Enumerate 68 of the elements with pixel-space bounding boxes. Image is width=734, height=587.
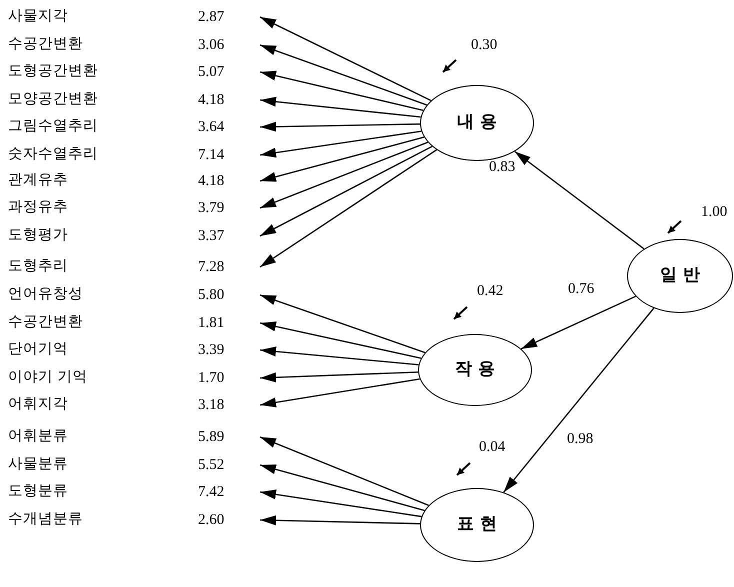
variable-value: 3.18	[198, 396, 224, 415]
variable-value: 1.70	[198, 368, 224, 388]
variable-name: 그림수열추리	[8, 117, 99, 136]
path-arrow	[503, 308, 654, 493]
path-arrow	[260, 464, 425, 512]
path-arrow	[260, 489, 422, 518]
variable-name: 수개념분류	[8, 510, 84, 530]
variable-value: 7.28	[198, 258, 224, 277]
variable-name: 도형분류	[8, 482, 69, 502]
variable-value: 4.18	[198, 172, 224, 191]
path-arrow	[260, 346, 419, 366]
path-arrow	[260, 294, 426, 354]
error-arrow	[442, 59, 457, 73]
factor-name: 일 반	[660, 264, 700, 288]
variable-name: 도형추리	[8, 257, 69, 276]
path-arrow	[260, 146, 432, 237]
variable-value: 5.80	[198, 286, 224, 305]
path-arrow	[260, 142, 428, 209]
variable-name: 수공간변환	[8, 35, 84, 54]
path-arrow	[260, 371, 418, 382]
path-arrow	[260, 149, 437, 268]
variable-name: 숫자수열추리	[8, 145, 99, 164]
variable-name: 모양공간변환	[8, 90, 99, 110]
variable-name: 이야기 기억	[8, 368, 89, 388]
variable-name: 단어기억	[8, 340, 69, 360]
factor-name: 표 현	[457, 513, 497, 536]
variable-name: 언어유창성	[8, 285, 84, 304]
factor-name: 작 용	[455, 358, 495, 382]
variable-value: 5.89	[198, 428, 224, 447]
variable-value: 1.81	[198, 314, 224, 333]
error-arrow	[453, 306, 468, 320]
variable-value: 3.39	[198, 340, 224, 360]
variable-value: 5.52	[198, 456, 224, 475]
variable-value: 5.07	[198, 62, 224, 82]
variable-value: 7.42	[198, 482, 224, 502]
variable-name: 사물지각	[8, 7, 69, 26]
path-arrow	[260, 436, 429, 506]
variable-name: 관계유추	[8, 171, 69, 190]
path-arrow	[260, 322, 422, 359]
variable-value: 2.87	[198, 8, 224, 27]
path-arrow	[520, 296, 636, 350]
variable-value: 3.37	[198, 226, 224, 246]
variable-name: 과정유추	[8, 198, 69, 218]
variable-name: 어휘분류	[8, 427, 69, 446]
path-arrow	[260, 16, 432, 102]
factor-name: 내 용	[457, 111, 497, 134]
variable-name: 사물분류	[8, 455, 69, 474]
variable-value: 3.79	[198, 198, 224, 218]
variable-value: 3.64	[198, 118, 224, 137]
path-arrow	[260, 44, 428, 106]
path-arrow	[260, 378, 420, 408]
path-arrow	[514, 150, 644, 250]
path-arrow	[260, 122, 420, 132]
variable-value: 2.60	[198, 510, 224, 530]
variable-name: 어휘지각	[8, 395, 69, 414]
variable-name: 도형평가	[8, 226, 69, 246]
path-arrow	[260, 136, 424, 182]
path-arrow	[260, 515, 420, 526]
variable-value: 4.18	[198, 90, 224, 110]
error-arrow	[456, 462, 471, 476]
path-arrow	[260, 96, 421, 118]
variable-name: 수공간변환	[8, 313, 84, 332]
variable-value: 3.06	[198, 36, 224, 55]
path-arrow	[260, 70, 424, 111]
path-arrow	[260, 130, 422, 158]
variable-name: 도형공간변환	[8, 62, 99, 82]
error-arrow	[667, 220, 682, 234]
variable-value: 7.14	[198, 146, 224, 165]
